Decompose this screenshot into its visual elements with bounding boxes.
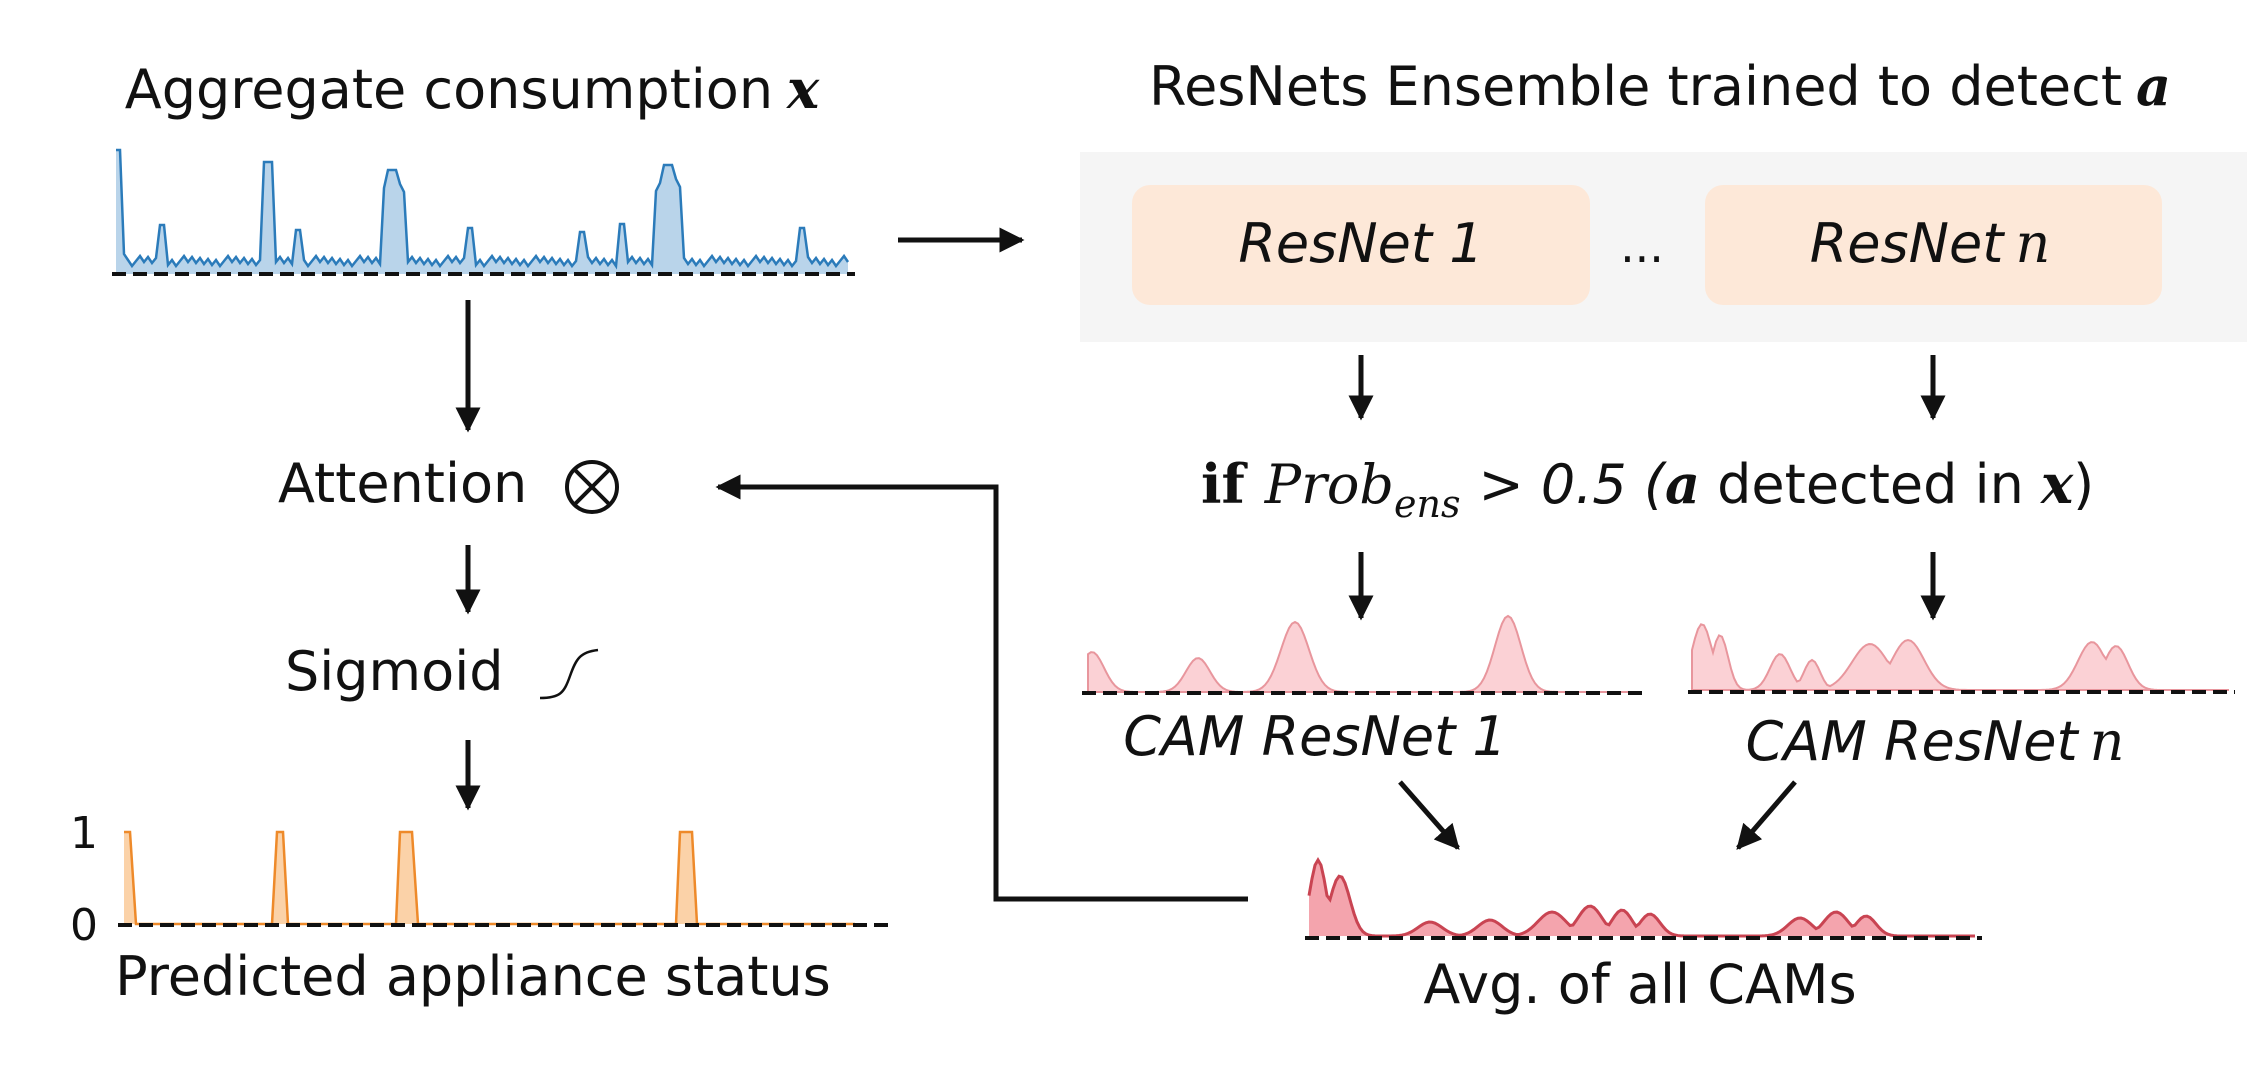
- output-status-plot: [118, 830, 888, 927]
- arrow-average-to-attention: [715, 474, 1248, 902]
- attention-label: Attention: [278, 452, 527, 515]
- cam-resnet-1-label: CAM ResNet 1: [1123, 705, 1507, 768]
- arrow-cam-n-to-average: [1736, 780, 1797, 850]
- sigmoid-curve-icon: [539, 648, 599, 700]
- aggregate-signal-line: [116, 148, 850, 270]
- output-title: Predicted appliance status: [115, 945, 831, 1008]
- output-y-tick-1: 1: [70, 808, 98, 859]
- resnet-1-label: ResNet 1: [1238, 212, 1483, 275]
- cam-resnet-1-fill: [1087, 614, 1640, 693]
- resnet-1-box: [1132, 185, 1590, 305]
- arrow-cam-1-to-average: [1398, 780, 1460, 850]
- output-status-fill: [124, 832, 855, 924]
- cam-resnet-n-plot: [1688, 623, 2235, 694]
- cam-resnet-n-fill: [1691, 623, 2229, 691]
- aggregate-signal-plot: [112, 148, 855, 276]
- aggregate-signal-fill: [116, 150, 848, 274]
- output-y-tick-0: 0: [70, 900, 98, 951]
- cam-resnet-1-plot: [1082, 614, 1642, 695]
- circled-times-icon: [565, 460, 619, 514]
- model-ellipsis: ...: [1620, 219, 1664, 273]
- average-cam-line: [1307, 857, 1975, 938]
- average-cam-plot: [1305, 857, 1982, 940]
- output-status-line: [124, 830, 855, 926]
- resnet-n-box: [1705, 185, 2162, 305]
- sigmoid-label: Sigmoid: [285, 640, 503, 703]
- average-cam-label: Avg. of all CAMs: [1423, 953, 1856, 1016]
